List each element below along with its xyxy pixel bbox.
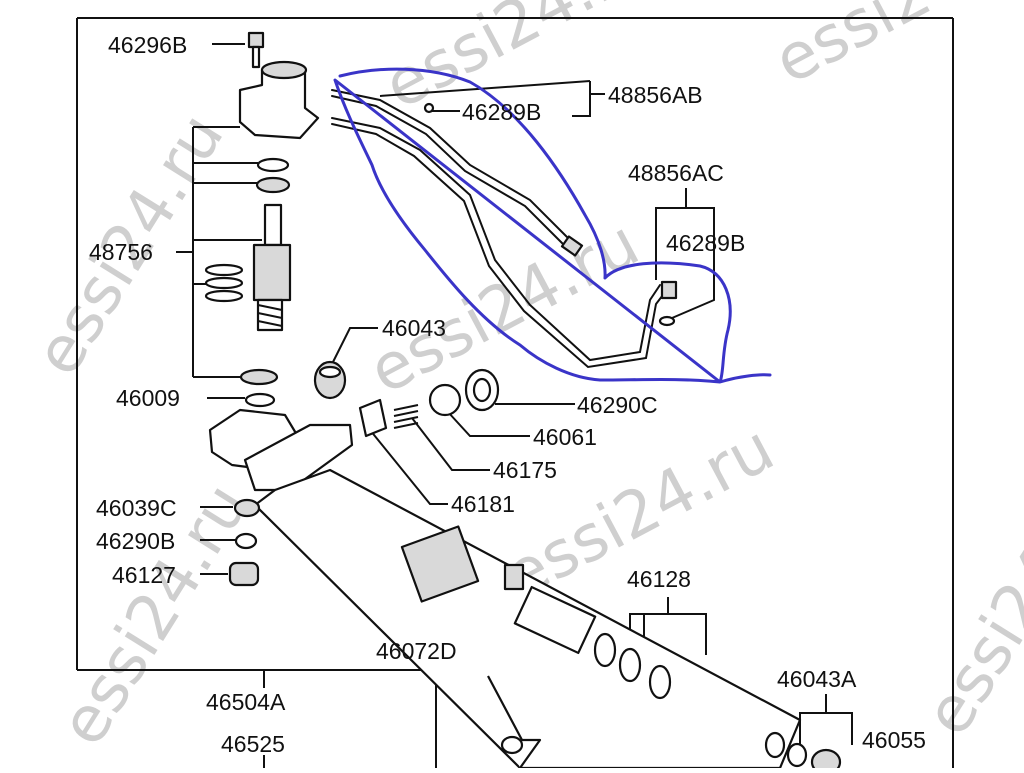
- frame: [76, 17, 954, 768]
- spring: [393, 404, 419, 429]
- rack-seal: [648, 664, 672, 700]
- valve-assembly: [204, 31, 320, 408]
- watermark: essi24.ru: [911, 461, 1024, 748]
- label-46039C: 46039C: [96, 495, 177, 521]
- label-46504A: 46504A: [206, 689, 286, 715]
- seal-ring: [658, 315, 676, 327]
- seal-ring: [204, 263, 244, 277]
- pinion-shaft: [263, 203, 283, 247]
- seal-ring: [423, 102, 435, 114]
- nut: [234, 532, 258, 550]
- rubber-mount: [400, 525, 480, 603]
- label-48856AC: 48856AC: [628, 160, 724, 186]
- loose-parts: [228, 360, 542, 769]
- rack-seal: [593, 632, 617, 668]
- pressure-pipes: [331, 89, 678, 369]
- label-46290B: 46290B: [96, 528, 175, 554]
- label-46072D: 46072D: [376, 638, 457, 664]
- label-46128: 46128: [627, 566, 691, 592]
- oil-seal: [244, 392, 276, 408]
- oil-seal: [256, 157, 290, 173]
- label-46061: 46061: [533, 424, 597, 450]
- label-46289B: 46289B: [666, 230, 745, 256]
- part-labels: 46296B 48856AB 46289B 48856AC 46289B 487…: [89, 32, 926, 757]
- oil-seal: [255, 176, 291, 194]
- pipe-fitting: [560, 235, 584, 257]
- rack-teeth: [513, 585, 597, 655]
- valve-housing: [238, 68, 320, 140]
- nut: [233, 498, 261, 518]
- label-46043: 46043: [382, 315, 446, 341]
- label-46127: 46127: [112, 562, 176, 588]
- label-46175: 46175: [493, 457, 557, 483]
- breather-fitting: [503, 563, 525, 591]
- rack-guide: [358, 398, 388, 438]
- rack-end: [764, 731, 786, 759]
- rack-support-bushing-top: [318, 365, 342, 379]
- bolt-head: [247, 31, 265, 49]
- label-46009: 46009: [116, 385, 180, 411]
- seal-ring: [786, 742, 808, 768]
- valve-housing-top: [260, 60, 308, 80]
- label-46181: 46181: [451, 491, 515, 517]
- bushing: [810, 748, 842, 773]
- label-46290C: 46290C: [577, 392, 658, 418]
- clip: [500, 735, 524, 755]
- tie-rod-part: [487, 675, 542, 769]
- pipe-fitting: [660, 280, 678, 300]
- cap: [228, 561, 260, 587]
- label-46296B: 46296B: [108, 32, 187, 58]
- label-48756: 48756: [89, 239, 153, 265]
- rack-seal: [618, 647, 642, 683]
- label-46043A: 46043A: [777, 666, 857, 692]
- seal-ring: [204, 276, 244, 290]
- mounting-bracket: [243, 423, 354, 492]
- lock-nut-inner: [472, 377, 492, 403]
- label-48856AB: 48856AB: [608, 82, 703, 108]
- seal-ring: [204, 289, 244, 303]
- label-46289B: 46289B: [462, 99, 541, 125]
- pinion-valve-body: [252, 243, 292, 302]
- watermark: essi24.ru: [763, 0, 1024, 99]
- label-46055: 46055: [862, 727, 926, 753]
- bearing: [239, 368, 279, 386]
- bolt-shank: [251, 45, 261, 69]
- label-46525: 46525: [221, 731, 285, 757]
- adjusting-plug: [428, 383, 462, 417]
- hand-drawn-annotation: [333, 67, 772, 384]
